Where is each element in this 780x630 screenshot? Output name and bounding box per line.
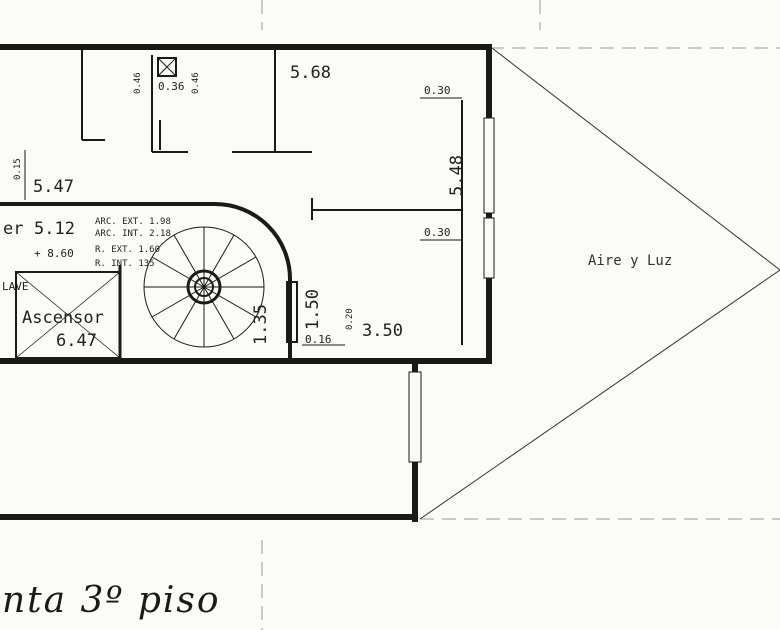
dim-fixture-right: 0.46 (191, 72, 201, 94)
dim-stair-area: 5.12 (34, 219, 75, 239)
courtyard-outline (419, 47, 780, 520)
dim-column-height: 1.50 (303, 289, 323, 330)
elevator-label: Ascensor (22, 308, 104, 328)
dim-offset-bottom: 0.16 (305, 333, 332, 346)
dim-hall-area: 5.47 (33, 177, 74, 197)
stair-note-line: ARC. INT. 2.18 (95, 229, 171, 239)
stair-note-line: R. INT. 135 (95, 259, 155, 269)
windows (408, 117, 495, 463)
courtyard-label: Aire y Luz (588, 253, 672, 269)
interior-partitions (81, 50, 463, 345)
stair-note-line: ARC. EXT. 1.98 (95, 217, 171, 227)
dim-offset-top: 0.30 (424, 84, 451, 97)
floor-level: + 8.60 (34, 247, 74, 260)
elevator-shaft (15, 271, 121, 359)
laundry-label: LAVE (2, 280, 29, 293)
guide-lines (261, 0, 780, 630)
column (286, 281, 298, 343)
dim-fixture-width: 0.36 (158, 80, 185, 93)
floor-title: nta 3º piso (2, 580, 221, 621)
stair-note: ARC. EXT. 1.98 ARC. INT. 2.18 R. EXT. 1.… (95, 217, 171, 269)
vent-fixture (157, 57, 177, 77)
dim-wall-thickness: 0.15 (13, 158, 23, 180)
partial-room-label: er (3, 219, 23, 239)
dim-stair-radius: 1.35 (251, 304, 271, 345)
dimension-lines (24, 97, 462, 346)
dim-offset-vertical: 0.20 (345, 308, 355, 330)
dim-fixture-left: 0.46 (133, 72, 143, 94)
dim-room-area-top: 5.68 (290, 63, 331, 83)
dim-elevator-area: 6.47 (56, 331, 97, 351)
dim-room-area-right: 5.48 (447, 155, 467, 196)
stair-note-line: R. EXT. 1.60 (95, 245, 160, 255)
dim-small-room: 3.50 (362, 321, 403, 341)
dim-offset-mid: 0.30 (424, 226, 451, 239)
